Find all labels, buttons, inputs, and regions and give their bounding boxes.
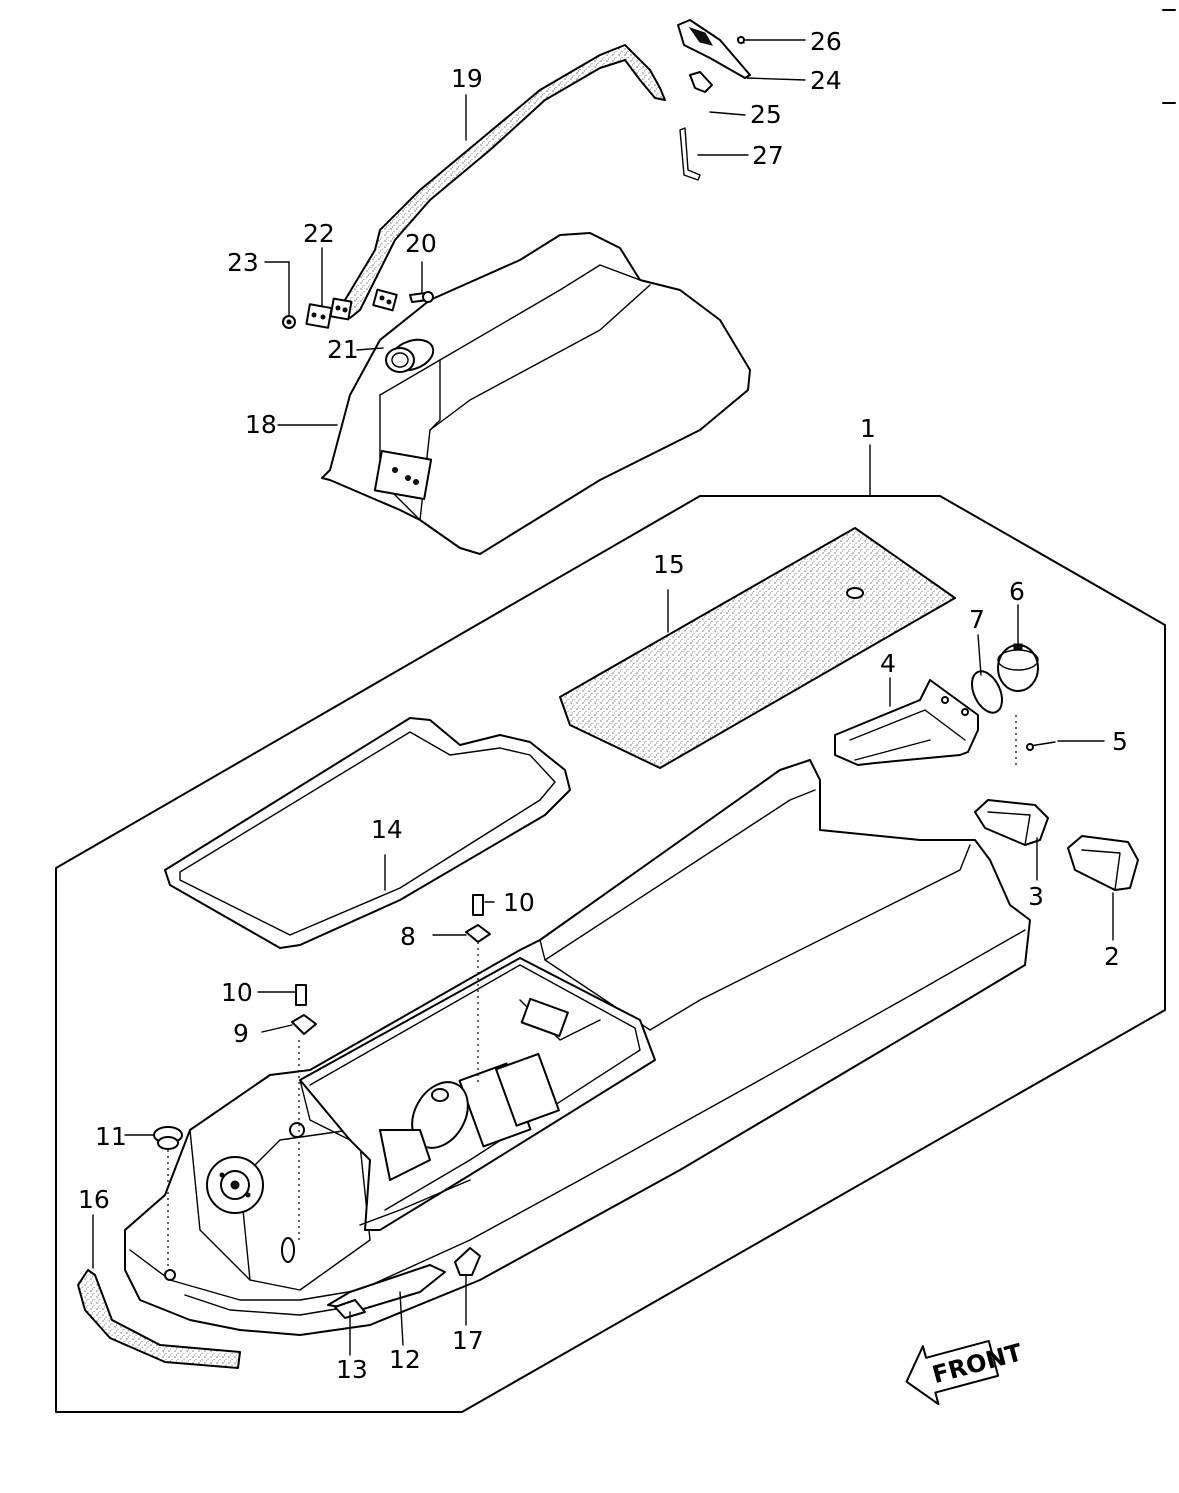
callout-24: 24 — [810, 66, 842, 95]
hull-body — [124, 759, 1031, 1336]
fasteners — [153, 894, 491, 1150]
callout-19: 19 — [451, 64, 483, 93]
pin-5 — [1026, 741, 1056, 751]
hood-hardware — [282, 288, 434, 329]
bolt-10b — [295, 984, 307, 1006]
cover-24 — [677, 19, 751, 79]
lower-parts — [327, 1247, 481, 1319]
callout-18: 18 — [245, 410, 277, 439]
callout-labels: 1 2 3 4 5 6 7 8 9 10 10 11 12 13 14 15 1… — [78, 27, 1128, 1384]
callout-22: 22 — [303, 219, 335, 248]
clip-17 — [454, 1247, 481, 1276]
callout-23: 23 — [227, 248, 259, 277]
callout-27: 27 — [752, 141, 784, 170]
callout-3: 3 — [1028, 882, 1044, 911]
handle-pole — [329, 44, 666, 321]
clip-9 — [291, 1014, 317, 1035]
callout-5: 5 — [1112, 727, 1128, 756]
leader-lines — [92, 39, 1114, 1356]
cap-6 — [997, 644, 1039, 692]
callout-10-lower: 10 — [221, 978, 253, 1007]
callout-13: 13 — [336, 1355, 368, 1384]
bolt-10a — [472, 894, 484, 916]
clip-8 — [465, 924, 491, 943]
callout-17: 17 — [452, 1326, 484, 1355]
cap-2 — [1067, 835, 1139, 891]
callout-6: 6 — [1009, 577, 1025, 606]
top-right-parts — [677, 19, 751, 181]
pin-27 — [679, 127, 701, 181]
bracket-22 — [305, 303, 333, 329]
assembly-boundary — [55, 495, 1166, 1413]
callout-20: 20 — [405, 229, 437, 258]
front-arrow: FRONT — [905, 1338, 1026, 1406]
hatch-gasket — [164, 717, 571, 949]
callout-25: 25 — [750, 100, 782, 129]
callout-11: 11 — [95, 1122, 127, 1151]
callout-8: 8 — [400, 922, 416, 951]
callout-9: 9 — [233, 1019, 249, 1048]
callout-15: 15 — [653, 550, 685, 579]
cap-and-ring — [970, 643, 1039, 714]
callout-12: 12 — [389, 1345, 421, 1374]
callout-7: 7 — [969, 605, 985, 634]
cap-3 — [974, 799, 1049, 846]
bracket-4 — [834, 679, 979, 766]
plate-13 — [334, 1299, 366, 1319]
callout-14: 14 — [371, 815, 403, 844]
plate-21 — [372, 288, 398, 312]
callout-26: 26 — [810, 27, 842, 56]
callout-21: 21 — [327, 335, 359, 364]
callout-16: 16 — [78, 1185, 110, 1214]
callout-10-upper: 10 — [503, 888, 535, 917]
o-ring-7 — [970, 670, 1004, 714]
callout-4: 4 — [880, 649, 896, 678]
callout-1: 1 — [860, 414, 876, 443]
edge-marks — [1162, 9, 1176, 104]
bumper-strip-16 — [77, 1269, 241, 1369]
engine-hood — [321, 232, 751, 555]
callout-2: 2 — [1104, 942, 1120, 971]
clip-25 — [689, 71, 713, 93]
